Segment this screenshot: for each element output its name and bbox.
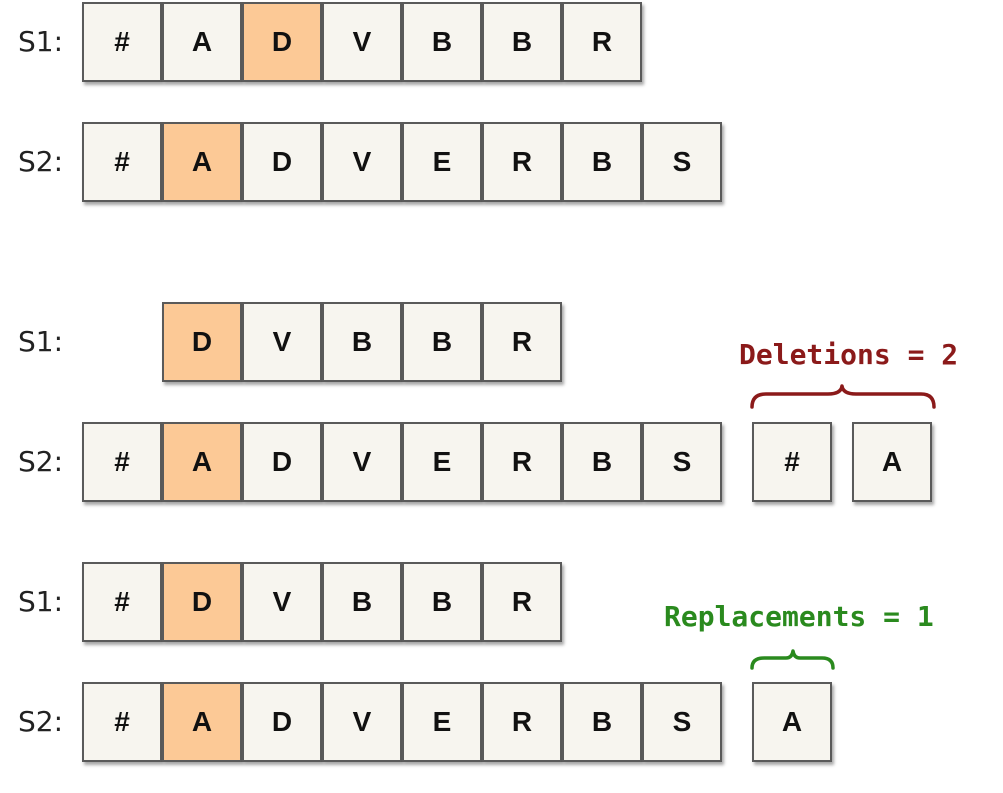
s2-cell: E	[402, 682, 482, 762]
s2-cell: B	[562, 122, 642, 202]
s2-cell: E	[402, 122, 482, 202]
row-label-s2: S2:	[18, 145, 64, 178]
s1-cell: B	[322, 302, 402, 382]
s2-cell: B	[562, 422, 642, 502]
s1-cell: B	[402, 562, 482, 642]
s1-cell: B	[402, 302, 482, 382]
s1-cell: B	[402, 2, 482, 82]
s1-cell: A	[162, 2, 242, 82]
deletions-callout: Deletions = 2	[739, 338, 959, 371]
s2-cell: V	[322, 422, 402, 502]
replaced-cell: A	[752, 682, 832, 762]
s1-cell: R	[482, 302, 562, 382]
s2-cell: #	[82, 122, 162, 202]
s1-cell: #	[82, 562, 162, 642]
s1-cell-highlighted: D	[242, 2, 322, 82]
s2-cell-highlighted: A	[162, 422, 242, 502]
row-label-s1: S1:	[18, 325, 64, 358]
s2-cell: V	[322, 682, 402, 762]
s1-cell: B	[482, 2, 562, 82]
s2-cell: V	[322, 122, 402, 202]
replacements-callout: Replacements = 1	[664, 600, 934, 633]
s1-cell: V	[322, 2, 402, 82]
row-label-s1: S1:	[18, 25, 64, 58]
s2-cell: D	[242, 422, 322, 502]
replacements-brace	[750, 649, 835, 670]
s2-cell: R	[482, 422, 562, 502]
s2-cell: #	[82, 682, 162, 762]
s1-cell: B	[322, 562, 402, 642]
s2-cell-highlighted: A	[162, 682, 242, 762]
deleted-cell: A	[852, 422, 932, 502]
s2-cell: B	[562, 682, 642, 762]
s2-cell: #	[82, 422, 162, 502]
s1-cell-highlighted: D	[162, 562, 242, 642]
s2-cell: R	[482, 122, 562, 202]
s2-cell-highlighted: A	[162, 122, 242, 202]
s1-cell: R	[562, 2, 642, 82]
s2-cell: R	[482, 682, 562, 762]
deleted-cell: #	[752, 422, 832, 502]
s2-cell: D	[242, 682, 322, 762]
s1-cell: V	[242, 562, 322, 642]
s1-cell: V	[242, 302, 322, 382]
s1-cell-highlighted: D	[162, 302, 242, 382]
s1-cell: #	[82, 2, 162, 82]
row-label-s2: S2:	[18, 705, 64, 738]
s2-cell: E	[402, 422, 482, 502]
s2-cell: D	[242, 122, 322, 202]
s2-cell: S	[642, 122, 722, 202]
s2-cell: S	[642, 682, 722, 762]
s2-cell: S	[642, 422, 722, 502]
row-label-s2: S2:	[18, 445, 64, 478]
row-label-s1: S1:	[18, 585, 64, 618]
s1-cell: R	[482, 562, 562, 642]
deletions-brace	[750, 384, 936, 409]
